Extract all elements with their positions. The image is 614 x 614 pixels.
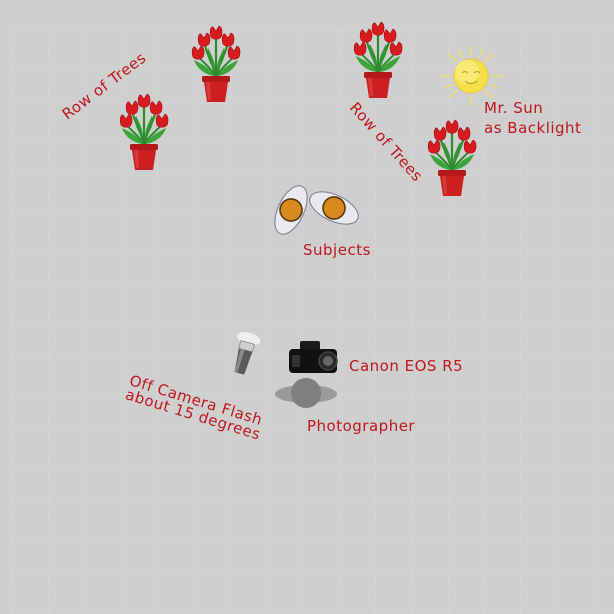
camera-icon bbox=[289, 341, 338, 373]
flower-pot-icon bbox=[427, 118, 478, 198]
grid-line-horizontal bbox=[10, 466, 614, 467]
grid-line-vertical bbox=[339, 28, 340, 614]
sun-icon bbox=[439, 46, 503, 106]
grid-line-horizontal bbox=[10, 429, 614, 430]
grid-line-horizontal bbox=[10, 103, 614, 104]
grid-line-vertical bbox=[520, 28, 521, 614]
grid-line-vertical bbox=[85, 28, 86, 614]
grid-line-vertical bbox=[121, 28, 122, 614]
grid-line-vertical bbox=[48, 28, 49, 614]
grid-line-horizontal bbox=[10, 139, 614, 140]
grid-line-vertical bbox=[557, 28, 558, 614]
camera-label: Canon EOS R5 bbox=[349, 357, 464, 375]
grid-line-horizontal bbox=[10, 538, 614, 539]
grid-line-vertical bbox=[411, 28, 412, 614]
grid-line-horizontal bbox=[10, 175, 614, 176]
grid-line-vertical bbox=[375, 28, 376, 614]
grid-line-horizontal bbox=[10, 248, 614, 249]
grid-line-vertical bbox=[194, 28, 195, 614]
grid-line-horizontal bbox=[10, 30, 614, 31]
grid-line-horizontal bbox=[10, 575, 614, 576]
grid-line-horizontal bbox=[10, 502, 614, 503]
grid-line-vertical bbox=[230, 28, 231, 614]
grid-line-vertical bbox=[12, 28, 13, 614]
grid-line-vertical bbox=[593, 28, 594, 614]
grid-line-vertical bbox=[448, 28, 449, 614]
sun-label-line2: as Backlight bbox=[484, 119, 582, 137]
person-top-icon bbox=[309, 191, 359, 225]
flower-pot-icon bbox=[119, 92, 170, 172]
grid-line-vertical bbox=[157, 28, 158, 614]
photographer-label: Photographer bbox=[307, 417, 416, 435]
grid-line-horizontal bbox=[10, 320, 614, 321]
grid-line-vertical bbox=[302, 28, 303, 614]
photographer-icon bbox=[275, 378, 337, 408]
grid-line-horizontal bbox=[10, 66, 614, 67]
grid-line-horizontal bbox=[10, 611, 614, 612]
grid-line-horizontal bbox=[10, 212, 614, 213]
grid-line-vertical bbox=[266, 28, 267, 614]
subjects-label: Subjects bbox=[303, 241, 371, 259]
person-top-icon bbox=[274, 185, 308, 235]
sun-label-line1: Mr. Sun bbox=[484, 99, 544, 117]
flower-pot-icon bbox=[353, 20, 404, 100]
grid-line-horizontal bbox=[10, 284, 614, 285]
flower-pot-icon bbox=[191, 24, 242, 104]
flash-icon bbox=[234, 332, 261, 375]
grid-line-vertical bbox=[484, 28, 485, 614]
